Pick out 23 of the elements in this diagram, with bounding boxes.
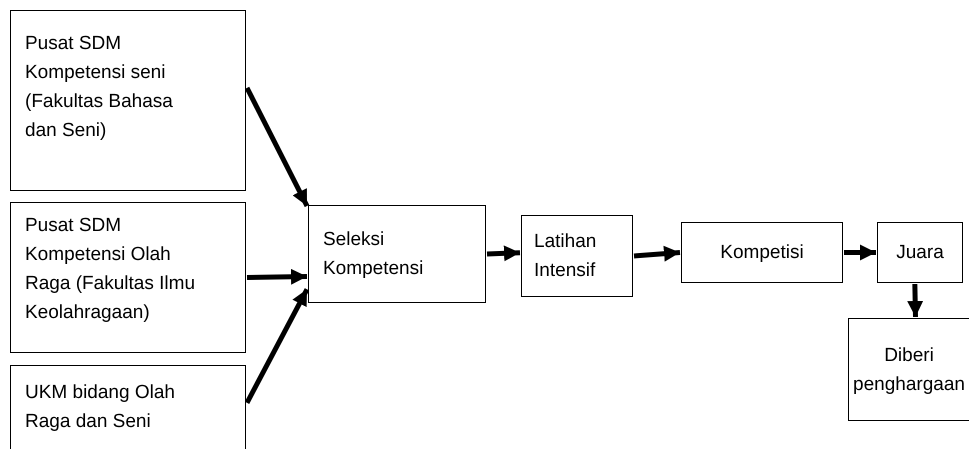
process-box [521, 215, 633, 297]
process-box [681, 222, 843, 283]
arrow [634, 246, 680, 262]
process-box [308, 205, 486, 303]
box-label: Latihan Intensif [534, 230, 598, 283]
process-box [10, 365, 246, 449]
box-label: Juara [896, 241, 944, 265]
box-label: UKM bidang Olah Raga dan Seni [25, 381, 176, 434]
box-label: Pusat SDM Kompetensi Olah Raga (Fakultas Ilmu Keolahragaan) [25, 214, 196, 325]
process-box [10, 202, 246, 353]
arrow [907, 284, 924, 318]
arrow [244, 86, 310, 208]
arrow [844, 244, 876, 260]
arrow [486, 245, 520, 262]
process-box [848, 318, 969, 421]
arrow [244, 288, 310, 404]
box-label: Seleksi Kompetensi [323, 228, 424, 281]
process-box [10, 10, 246, 191]
box-label: Kompetisi [720, 241, 804, 265]
box-label: Diberi penghargaan [852, 344, 966, 396]
arrow [246, 268, 308, 285]
process-box [877, 222, 963, 283]
box-label: Pusat SDM Kompetensi seni (Fakultas Bahasa dan Seni) [25, 32, 174, 143]
